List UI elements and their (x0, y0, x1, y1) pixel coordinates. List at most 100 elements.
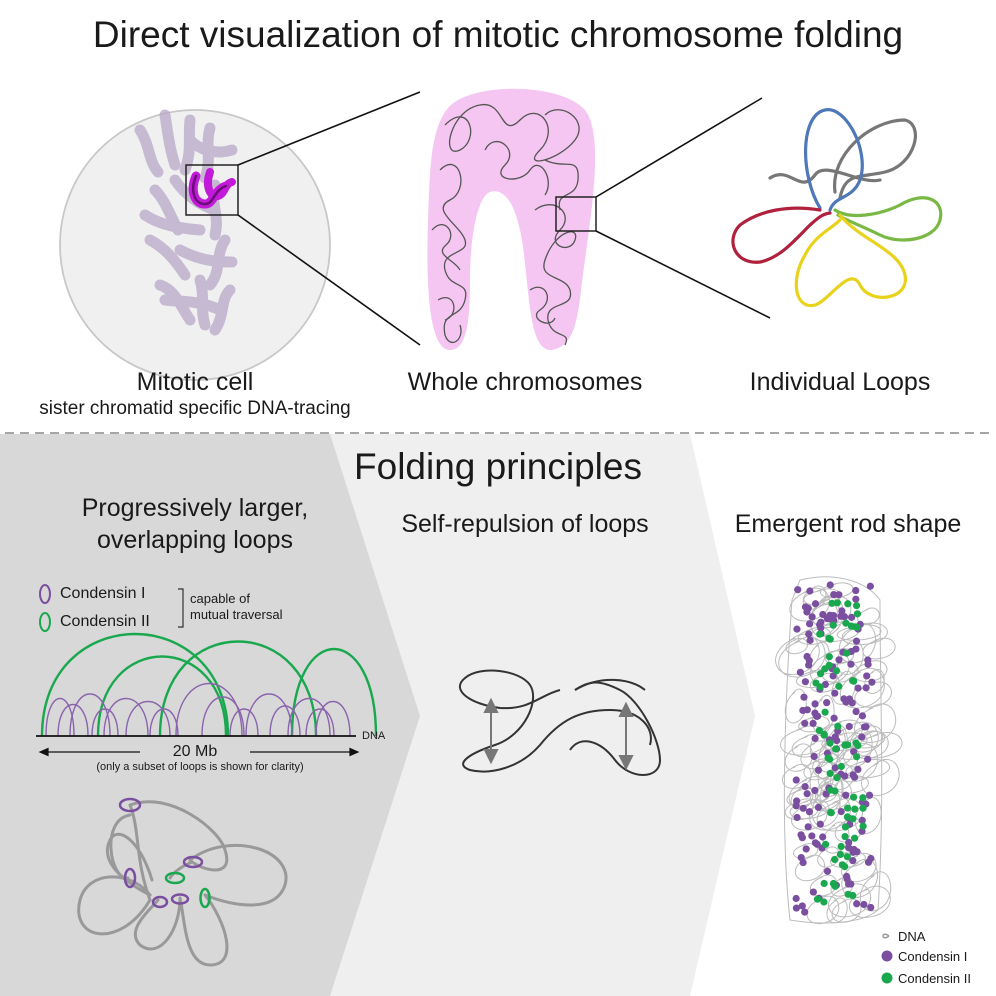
condensin1-dot (862, 684, 870, 692)
condensin1-dot (826, 581, 834, 589)
condensin1-dot (797, 853, 805, 862)
condensin1-dot (858, 733, 866, 741)
condensin1-dot (830, 590, 838, 599)
chromosome-label: Whole chromosomes (407, 368, 643, 396)
condensin1-dot (831, 764, 839, 772)
condensin2-legend-icon (39, 612, 51, 632)
condensin1-dot (837, 807, 845, 816)
condensin1-dot (819, 833, 827, 841)
condensin1-dot (841, 772, 849, 780)
condensin2-dot (820, 879, 828, 888)
condensin2-dot (825, 634, 833, 642)
dna-axis-label: DNA (362, 730, 386, 742)
highlighted-sister-chromatids (188, 168, 236, 209)
condensin1-legend-label: Condensin I (60, 585, 146, 602)
condensin1-dot (805, 661, 813, 669)
individual-loops (731, 108, 943, 308)
rod-fiber-loop (784, 688, 807, 724)
condensin2-legend-label: Condensin II (60, 613, 150, 630)
condensin1-dot (867, 903, 875, 912)
cell-zoom-box (185, 164, 239, 216)
condensin1-dot (833, 736, 841, 745)
condensin1-dot (864, 858, 873, 866)
condensin1-dot (792, 904, 800, 912)
condensin2-dot (832, 745, 840, 753)
condensin2-dot (841, 823, 850, 831)
condensin1-dot (805, 808, 814, 816)
condensin2-dot (835, 682, 843, 690)
rod-fiber-loop (795, 854, 825, 882)
rod-fiber-loop (835, 743, 879, 783)
condensin1-dot (852, 707, 860, 716)
traversal-note-line2: mutual traversal (190, 607, 283, 622)
rod-fiber-loop (836, 624, 882, 641)
condensin1-dot (809, 719, 817, 728)
zoom-line (595, 97, 763, 198)
condensin1-dot (801, 719, 809, 727)
condensin2-loop-arcs (40, 632, 378, 737)
condensin1-dot (835, 591, 843, 599)
panel2-heading: Self-repulsion of loops (401, 510, 649, 538)
rod-fiber-loop (831, 898, 862, 923)
condensin2-dot (849, 815, 857, 823)
rod-fiber-loop (854, 797, 882, 835)
condensin1-dot (811, 786, 819, 795)
zoom-line (595, 230, 771, 319)
dna-legend-icon (882, 933, 890, 939)
condensin1-dot (810, 752, 818, 761)
condensin1-dot (840, 613, 849, 621)
condensin1-dot (849, 771, 857, 779)
condensin2-rings (164, 871, 211, 909)
condensin1-dot (811, 700, 819, 708)
rod-fiber-loop (862, 637, 896, 660)
panel3-heading: Emergent rod shape (734, 510, 962, 538)
condensin1-legend-dot (881, 950, 893, 962)
condensin1-dot (803, 652, 811, 661)
condensin1-dot (842, 872, 851, 880)
condensin2-dot (843, 853, 851, 861)
condensin1-dot (854, 765, 862, 774)
condensin2-dot (849, 891, 857, 900)
condensin1-dot (806, 620, 814, 628)
condensin1-dot (852, 637, 861, 645)
rod-fiber-loop (834, 775, 869, 794)
condensin2-dot (859, 794, 867, 802)
rod-fiber-loop (802, 585, 827, 610)
condensin1-dot (808, 832, 816, 840)
condensin1-dot (831, 689, 839, 697)
condensin2-legend-dot (881, 972, 893, 984)
condensin2-dot (813, 895, 822, 903)
condensin1-dot (792, 776, 800, 784)
rod-fiber-loop (845, 758, 891, 779)
condensin2-dot (820, 730, 828, 738)
condensin1-dot (866, 582, 874, 590)
condensin1-dot (803, 790, 811, 798)
condensin2-dot (853, 623, 861, 631)
condensin2-dot (844, 804, 852, 812)
condensin1-dot (829, 672, 837, 680)
condensin1-dot (798, 834, 806, 842)
condensin1-dot (860, 900, 868, 909)
rod-fiber-loop (785, 638, 809, 655)
condensin1-dot (813, 840, 821, 848)
condensin1-dot (792, 894, 800, 903)
condensin1-dot (800, 693, 808, 701)
condensin2-dot (843, 813, 852, 821)
condensin1-dot (864, 755, 872, 763)
condensin1-dot (805, 630, 813, 638)
condensin2-dot (826, 739, 834, 747)
condensin1-dot (804, 823, 812, 831)
condensin1-dot (806, 636, 814, 644)
panel-background-1 (0, 434, 420, 996)
rod-fiber-loop (864, 669, 885, 694)
condensin1-dot (801, 603, 810, 611)
condensin1-dot (801, 908, 809, 916)
condensin1-dot (798, 902, 806, 910)
condensin1-dot (801, 783, 809, 791)
traversal-note: capable of mutual traversal (190, 591, 282, 623)
condensin1-dot (830, 611, 838, 620)
rod-fiber-loop (841, 622, 888, 646)
condensin2-dot (826, 769, 834, 778)
condensin2-dot (854, 741, 862, 750)
